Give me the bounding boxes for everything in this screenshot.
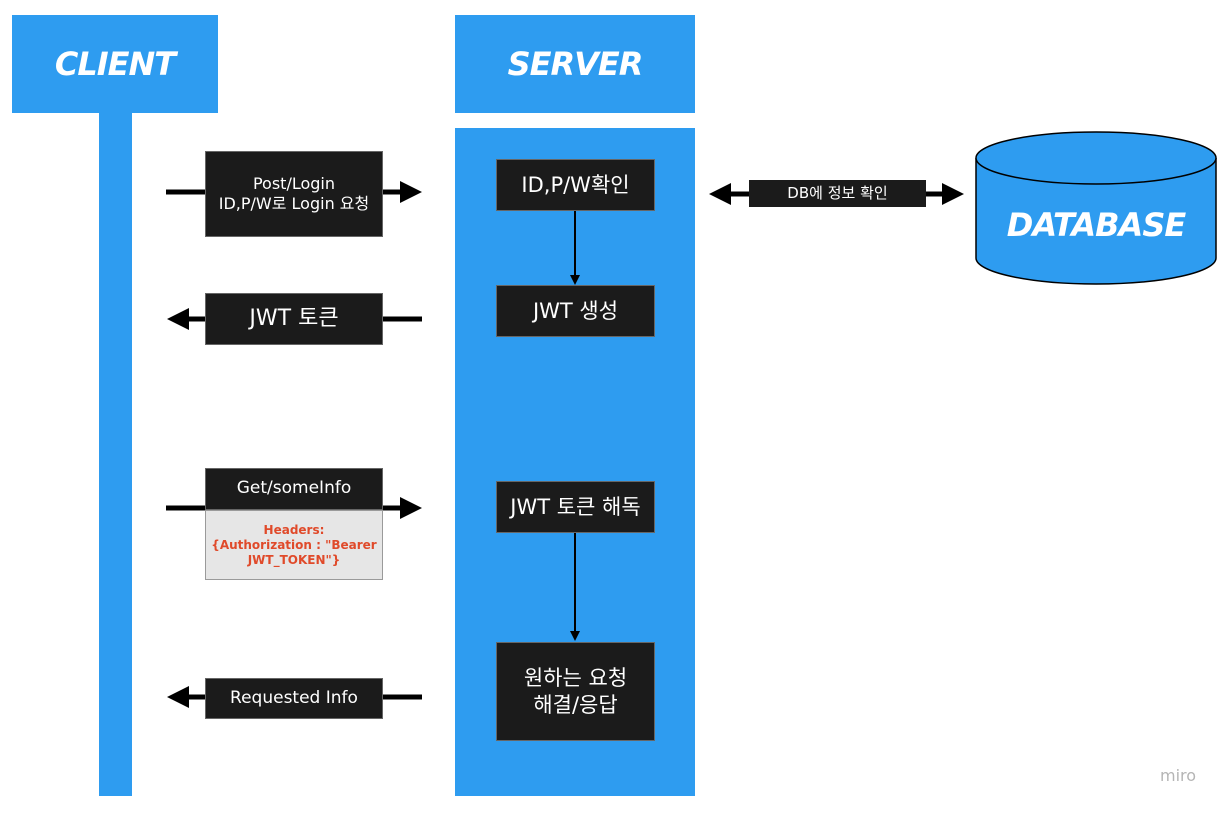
token-response-label: JWT 토큰 (249, 306, 339, 332)
login-request-label: Post/Login ID,P/W로 Login 요청 (218, 174, 370, 213)
server-step-resolve-label: 원하는 요청 해결/응답 (523, 666, 628, 717)
decode-to-resolve-arrow (570, 533, 580, 641)
db-link-label: DB에 정보 확인 (787, 184, 888, 203)
get-headers-label: Headers: {Authorization : "Bearer JWT_TO… (211, 522, 377, 567)
server-step-resolve: 원하는 요청 해결/응답 (496, 642, 655, 741)
login-request-arrow (166, 181, 422, 203)
token-response-arrow (167, 308, 422, 330)
database-label: DATABASE (1006, 206, 1186, 244)
info-response-label: Requested Info (230, 687, 358, 708)
server-step-decode: JWT 토큰 해독 (496, 481, 655, 533)
server-step-decode-label: JWT 토큰 해독 (510, 494, 641, 519)
db-link-label-box: DB에 정보 확인 (749, 180, 926, 207)
client-lifeline (99, 113, 132, 796)
token-response-box: JWT 토큰 (205, 293, 383, 345)
server-step-check: ID,P/W확인 (496, 159, 655, 211)
get-headers-box: Headers: {Authorization : "Bearer JWT_TO… (205, 510, 383, 580)
server-step-create: JWT 생성 (496, 285, 655, 337)
info-response-box: Requested Info (205, 678, 383, 719)
db-bidirectional-arrow (709, 183, 964, 205)
server-step-create-label: JWT 생성 (532, 298, 619, 323)
server-header: SERVER (455, 15, 695, 113)
database-cylinder (975, 131, 1217, 285)
server-step-check-label: ID,P/W확인 (521, 172, 630, 197)
get-request-arrow (166, 497, 422, 519)
get-request-box: Get/someInfo (205, 468, 383, 510)
get-request-label: Get/someInfo (236, 478, 352, 499)
info-response-arrow (167, 686, 422, 708)
check-to-create-arrow (570, 211, 580, 285)
miro-watermark: miro (1160, 766, 1197, 785)
login-request-box: Post/Login ID,P/W로 Login 요청 (205, 151, 383, 237)
client-header: CLIENT (12, 15, 218, 113)
